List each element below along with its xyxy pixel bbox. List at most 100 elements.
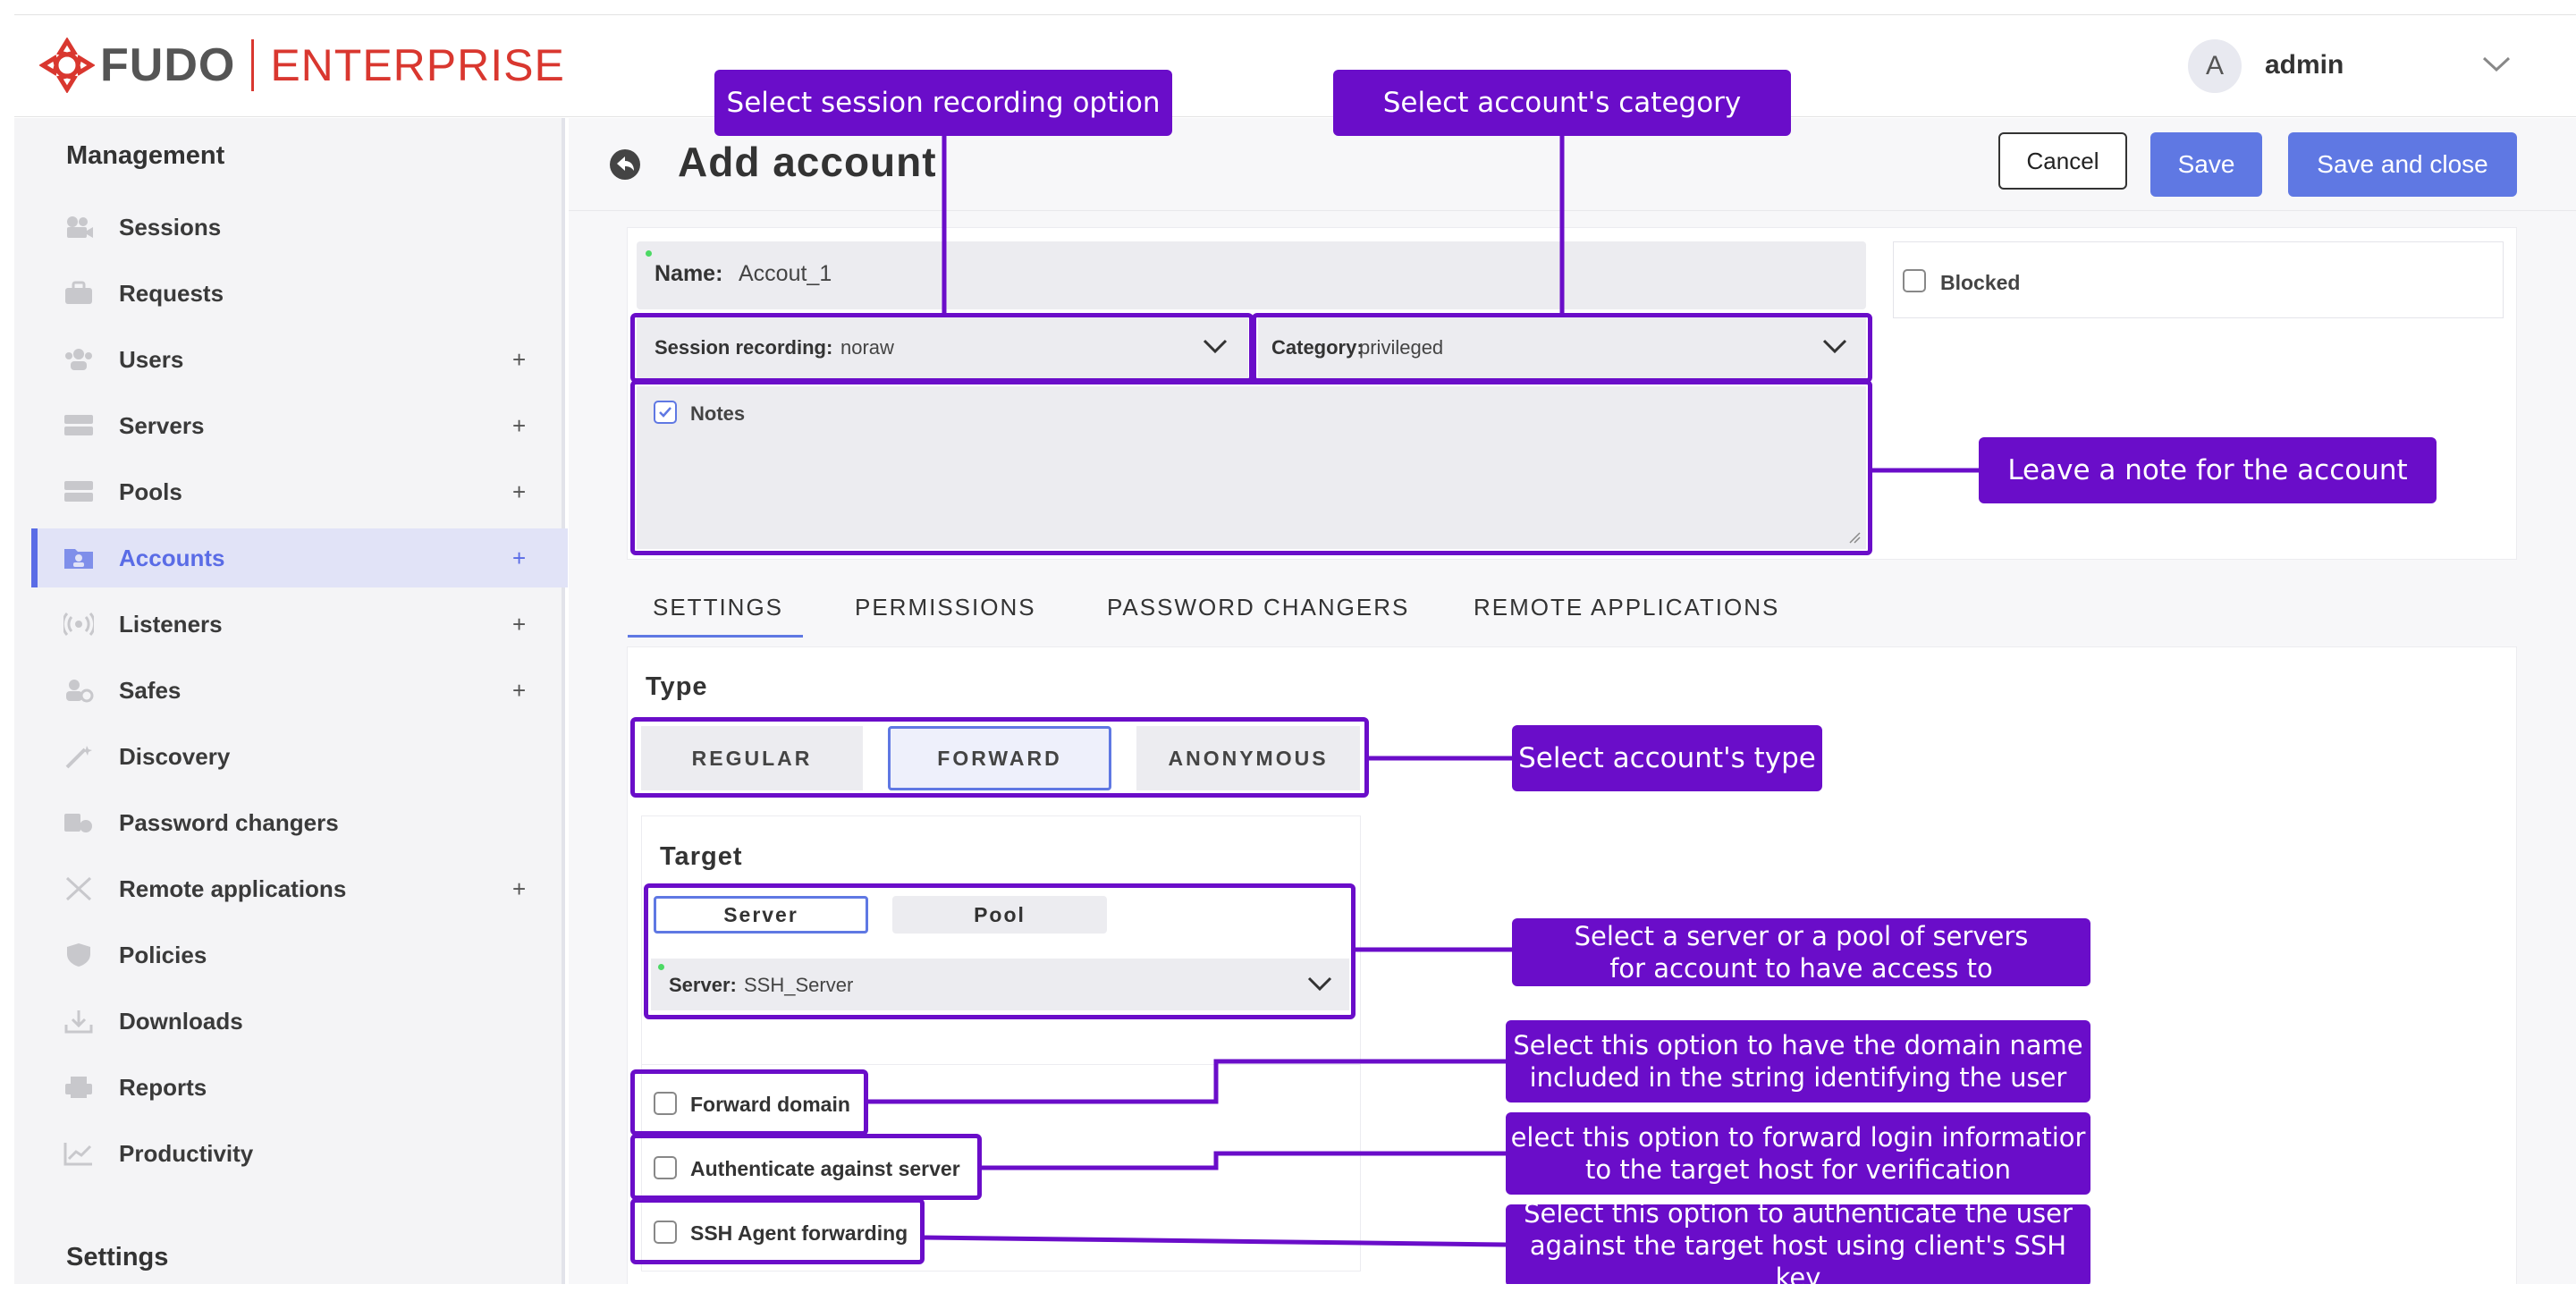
- authenticate-against-server-checkbox[interactable]: [654, 1156, 677, 1179]
- sidebar-item-label: Password changers: [119, 808, 339, 836]
- sidebar-item-label: Policies: [119, 941, 207, 968]
- back-arrow-icon[interactable]: [609, 148, 641, 181]
- add-users-icon[interactable]: +: [512, 345, 527, 373]
- notes-checkbox[interactable]: [654, 401, 677, 424]
- checkmark-icon: [659, 407, 671, 418]
- add-safes-icon[interactable]: +: [512, 676, 527, 704]
- active-tab-indicator: [628, 635, 803, 638]
- sidebar-item-productivity[interactable]: Productivity: [31, 1124, 568, 1183]
- annotation-box-session: [630, 313, 1254, 383]
- sidebar-item-label: Listeners: [119, 610, 223, 638]
- sidebar-item-users[interactable]: Users +: [31, 330, 568, 389]
- category-value: privileged: [1359, 336, 1444, 359]
- resize-handle-icon[interactable]: [1848, 531, 1861, 544]
- sidebar-item-label: Accounts: [119, 544, 225, 571]
- divider: [641, 1064, 1361, 1065]
- sidebar-item-label: Sessions: [119, 213, 222, 241]
- annotation-ssh-agent: Select this option to authenticate the u…: [1506, 1204, 2090, 1287]
- sidebar-item-reports[interactable]: Reports: [31, 1058, 568, 1117]
- cancel-button[interactable]: Cancel: [1998, 132, 2127, 190]
- sidebar-section-settings: Settings: [66, 1243, 169, 1271]
- name-value[interactable]: Accout_1: [739, 261, 832, 286]
- add-servers-icon[interactable]: +: [512, 411, 527, 439]
- sidebar-item-policies[interactable]: Policies: [31, 925, 568, 984]
- sidebar-item-label: Reports: [119, 1073, 207, 1101]
- sidebar-item-remote-applications[interactable]: Remote applications +: [31, 859, 568, 918]
- pool-icon: [64, 481, 93, 502]
- sidebar-item-label: Servers: [119, 411, 205, 439]
- avatar[interactable]: A: [2188, 39, 2242, 93]
- password-changer-icon: [64, 814, 92, 832]
- brand-logo[interactable]: FUDO ENTERPRISE: [39, 34, 565, 97]
- required-indicator: [658, 964, 664, 970]
- category-label: Category:: [1271, 336, 1364, 359]
- annotation-authenticate: elect this option to forward login infor…: [1506, 1112, 2090, 1195]
- sidebar-item-label: Discovery: [119, 742, 231, 770]
- type-forward-button[interactable]: FORWARD: [888, 726, 1111, 790]
- annotation-forward-domain: Select this option to have the domain na…: [1506, 1020, 2090, 1102]
- printer-icon: [65, 1077, 92, 1098]
- sidebar-item-accounts[interactable]: Accounts +: [31, 528, 568, 587]
- type-anonymous-button[interactable]: ANONYMOUS: [1136, 726, 1360, 790]
- tab-remote-applications[interactable]: REMOTE APPLICATIONS: [1474, 594, 1780, 621]
- name-field[interactable]: Name: Accout_1: [637, 241, 1866, 309]
- save-button[interactable]: Save: [2150, 132, 2262, 197]
- annotation-session-recording: Select session recording option: [714, 70, 1172, 136]
- fudo-logo-icon: [39, 38, 95, 93]
- required-indicator: [646, 250, 652, 257]
- video-camera-icon: [67, 216, 93, 238]
- sidebar-item-requests[interactable]: Requests: [31, 264, 568, 323]
- type-title: Type: [646, 672, 708, 701]
- download-icon: [64, 1010, 93, 1034]
- blocked-label: Blocked: [1940, 271, 2021, 294]
- page-title: Add account: [678, 139, 937, 185]
- users-icon: [65, 349, 92, 370]
- chevron-down-icon[interactable]: [2479, 46, 2514, 82]
- blocked-checkbox[interactable]: [1903, 269, 1926, 292]
- annotation-box-ssh-agent: [630, 1198, 925, 1264]
- sidebar-item-downloads[interactable]: Downloads: [31, 992, 568, 1051]
- sidebar-item-pools[interactable]: Pools +: [31, 462, 568, 521]
- tab-settings[interactable]: SETTINGS: [653, 594, 784, 621]
- session-recording-select[interactable]: Session recording: noraw: [637, 315, 1248, 379]
- notes-field[interactable]: Notes: [637, 386, 1866, 549]
- annotation-target: Select a server or a pool of servers for…: [1512, 918, 2090, 986]
- server-label: Server:: [669, 974, 737, 996]
- sidebar-item-password-changers[interactable]: Password changers: [31, 793, 568, 852]
- ssh-agent-forwarding-checkbox[interactable]: [654, 1221, 677, 1244]
- sidebar-item-label: Pools: [119, 477, 182, 505]
- save-and-close-button[interactable]: Save and close: [2288, 132, 2517, 197]
- session-recording-label: Session recording:: [655, 336, 833, 359]
- add-remote-applications-icon[interactable]: +: [512, 874, 527, 902]
- bottom-strip: [0, 1284, 2576, 1301]
- sidebar-item-discovery[interactable]: Discovery: [31, 727, 568, 786]
- sidebar-item-sessions[interactable]: Sessions: [31, 198, 568, 257]
- add-listeners-icon[interactable]: +: [512, 610, 527, 638]
- tab-permissions[interactable]: PERMISSIONS: [855, 594, 1036, 621]
- server-select[interactable]: Server: SSH_Server: [651, 959, 1349, 1010]
- sidebar-item-servers[interactable]: Servers +: [31, 396, 568, 455]
- forward-domain-label: Forward domain: [690, 1093, 850, 1116]
- annotation-box-category: [1252, 313, 1872, 383]
- target-pool-button[interactable]: Pool: [892, 896, 1107, 934]
- name-label: Name:: [655, 261, 723, 286]
- forward-domain-checkbox[interactable]: [654, 1092, 677, 1115]
- sidebar: Management Sessions Requests Users + Ser…: [14, 118, 568, 1284]
- user-name[interactable]: admin: [2265, 50, 2344, 80]
- add-accounts-icon[interactable]: +: [512, 544, 527, 571]
- tab-password-changers[interactable]: PASSWORD CHANGERS: [1107, 594, 1410, 621]
- sidebar-item-label: Safes: [119, 676, 182, 704]
- add-pools-icon[interactable]: +: [512, 477, 527, 505]
- briefcase-icon: [65, 281, 92, 304]
- target-server-button[interactable]: Server: [654, 896, 868, 934]
- type-regular-button[interactable]: REGULAR: [641, 726, 863, 790]
- server-icon: [64, 415, 93, 435]
- category-select[interactable]: Category: privileged: [1258, 315, 1866, 379]
- annotation-box-type: [630, 717, 1369, 798]
- annotation-box-authenticate: [630, 1134, 982, 1200]
- blocked-option: Blocked: [1893, 241, 2504, 318]
- sidebar-item-listeners[interactable]: Listeners +: [31, 595, 568, 654]
- sidebar-item-safes[interactable]: Safes +: [31, 661, 568, 720]
- session-recording-value: noraw: [840, 336, 894, 359]
- annotation-box-target: [644, 883, 1356, 1019]
